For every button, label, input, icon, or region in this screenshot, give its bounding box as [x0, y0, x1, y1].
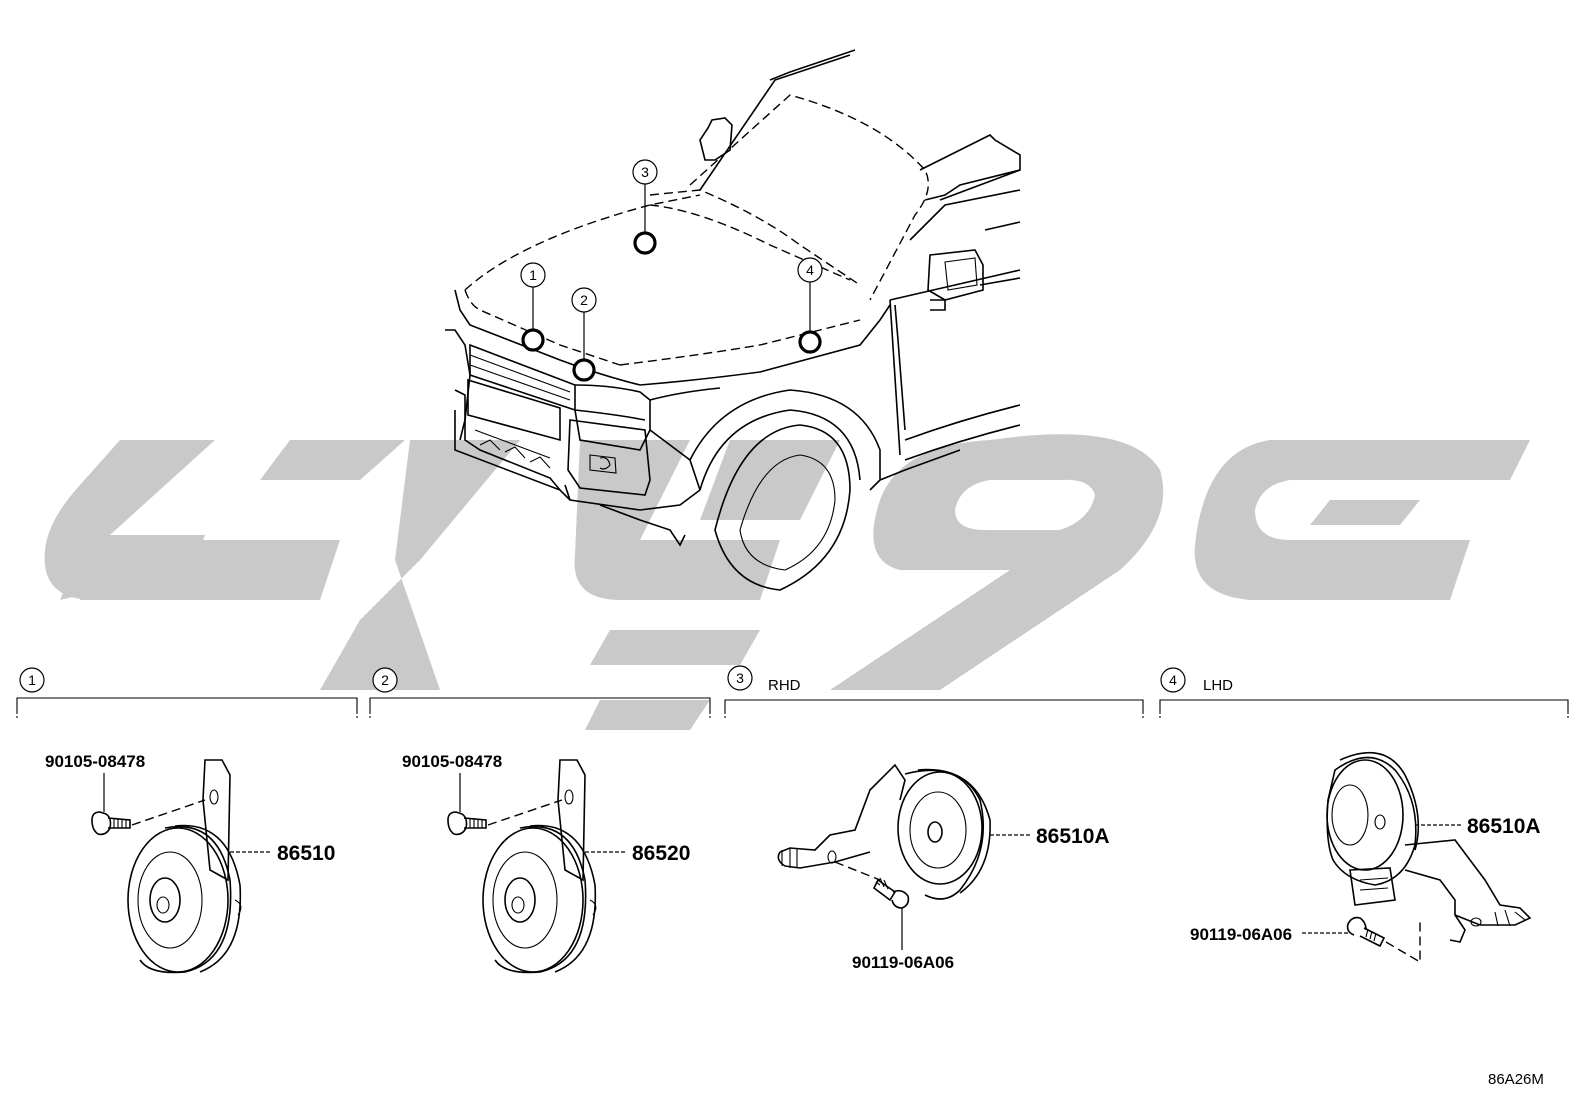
section-3-header: 3 RHD: [724, 665, 1144, 718]
section-number: 2: [381, 672, 389, 688]
location-number: 1: [529, 267, 537, 283]
bolt-icon: [872, 877, 910, 909]
horn-icon: [1326, 752, 1420, 906]
part-number-horn: 86510A: [1036, 825, 1110, 848]
part-number-bolt: 90105-08478: [402, 752, 502, 771]
part-number-bolt: 90105-08478: [45, 752, 145, 771]
horn-icon: [127, 824, 242, 974]
section-number: 4: [1169, 672, 1177, 688]
section-2-header: 2: [369, 667, 711, 718]
location-number: 4: [806, 262, 814, 278]
section-bracket: [1159, 699, 1569, 712]
section-4-assembly: 86510A 90119-06A06: [1190, 752, 1541, 964]
part-number-horn: 86510: [277, 842, 335, 865]
horn-icon: [482, 824, 597, 974]
part-number-bolt: 90119-06A06: [852, 953, 954, 972]
location-markers: 1 2 3 4: [520, 159, 823, 382]
section-1-header: 1: [16, 667, 358, 718]
part-number-bolt: 90119-06A06: [1190, 925, 1292, 944]
part-number-horn: 86520: [632, 842, 690, 865]
section-tag: LHD: [1203, 677, 1233, 694]
bolt-icon: [1346, 916, 1386, 948]
section-bracket: [16, 697, 358, 712]
vehicle-front-illustration: [445, 49, 1021, 591]
section-bracket: [369, 697, 711, 712]
section-bracket: [724, 699, 1144, 712]
section-number: 3: [736, 670, 744, 686]
horn-icon: [897, 768, 991, 900]
location-marker-2: 2: [571, 287, 597, 382]
location-marker-4: 4: [797, 257, 823, 354]
location-number: 3: [641, 164, 649, 180]
section-3-assembly: 86510A 90119-06A06: [777, 763, 1110, 972]
location-marker-1: 1: [520, 262, 546, 352]
section-1-assembly: 90105-08478 86510: [45, 752, 335, 974]
diagram-code: 86A26M: [1488, 1071, 1544, 1088]
section-4-header: 4 LHD: [1159, 667, 1569, 718]
location-number: 2: [580, 292, 588, 308]
bolt-icon: [447, 811, 487, 836]
bolt-icon: [91, 811, 131, 836]
section-2-assembly: 90105-08478 86520: [402, 752, 690, 974]
location-marker-3: 3: [632, 159, 658, 255]
section-number: 1: [28, 672, 36, 688]
section-tag: RHD: [768, 677, 801, 694]
part-number-horn: 86510A: [1467, 815, 1541, 838]
